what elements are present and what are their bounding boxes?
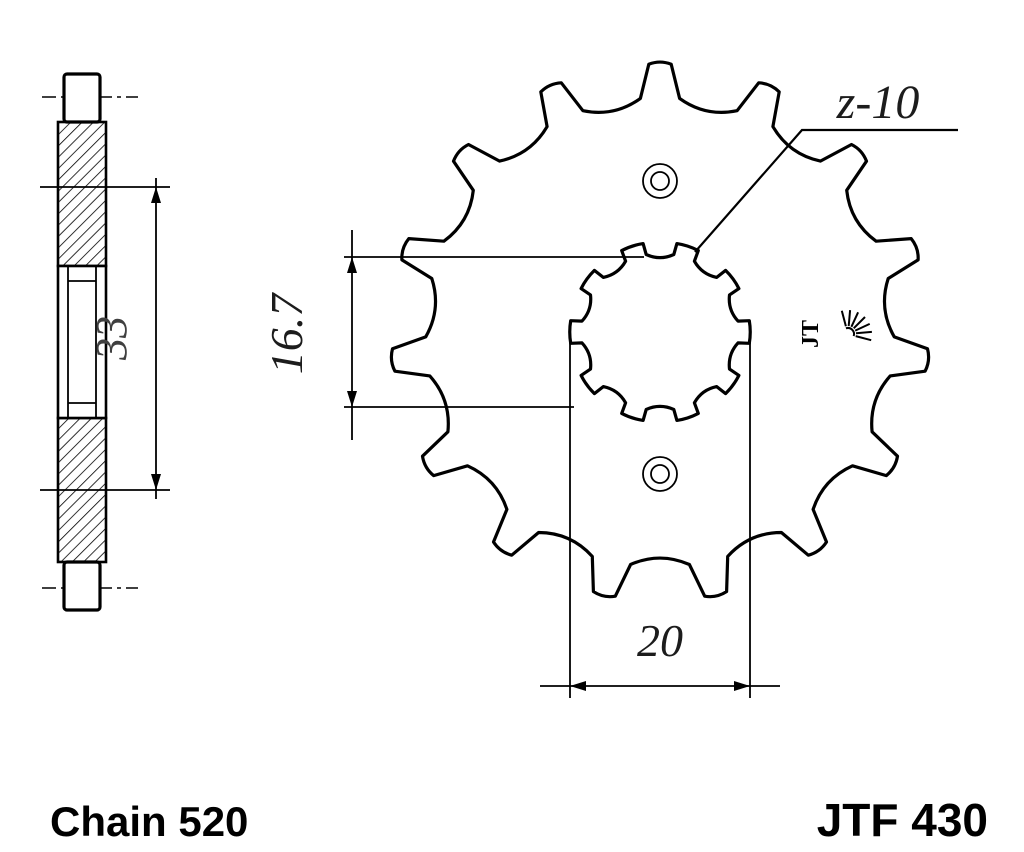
dimension-spline-major: 20 [540, 333, 780, 698]
top-hole-outer [642, 163, 678, 199]
sun-ray [847, 310, 852, 327]
arrowhead-up [347, 257, 357, 273]
arrowhead-down [347, 391, 357, 407]
jt-logo: JT [798, 310, 872, 348]
arrowhead-right [734, 681, 750, 691]
jt-sun-icon [840, 310, 872, 342]
part-number-label: JTF 430 [817, 794, 988, 846]
teeth-count-label: z-10 [836, 76, 920, 129]
top-hole-inner [650, 171, 670, 191]
jt-logo-text: JT [798, 320, 824, 348]
dimension-hub-width: 33 [40, 178, 170, 499]
sun-ray [855, 335, 872, 342]
sun-ray [840, 310, 847, 327]
dimension-value-20: 20 [637, 615, 683, 666]
spline-bore-outline [568, 242, 752, 422]
bottom-hole-outer [642, 456, 678, 492]
dimension-spline-minor: 16.7 [261, 230, 644, 440]
bottom-tooth-cap [62, 560, 102, 612]
hub-section [56, 264, 108, 420]
side-view: 33 [40, 72, 170, 612]
captions: Chain 520 JTF 430 [50, 794, 988, 846]
sun-ray [850, 311, 860, 328]
leader-line [694, 128, 958, 253]
sun-ray [855, 330, 872, 335]
hatch-region-upper [56, 120, 108, 268]
dimension-value-33: 33 [87, 316, 136, 361]
arrowhead-down [151, 474, 161, 490]
sun-arc [845, 327, 855, 337]
dimension-value-16-7: 16.7 [261, 292, 312, 375]
top-tooth-cap [62, 72, 102, 124]
bottom-hole-inner [650, 464, 670, 484]
chain-size-label: Chain 520 [50, 798, 248, 845]
sun-ray [854, 322, 871, 332]
arrowhead-up [151, 187, 161, 203]
teeth-count-callout: z-10 [694, 76, 958, 253]
arrowhead-left [570, 681, 586, 691]
sun-ray [852, 316, 866, 330]
front-view: 16.7 20 z-10 [261, 60, 958, 698]
